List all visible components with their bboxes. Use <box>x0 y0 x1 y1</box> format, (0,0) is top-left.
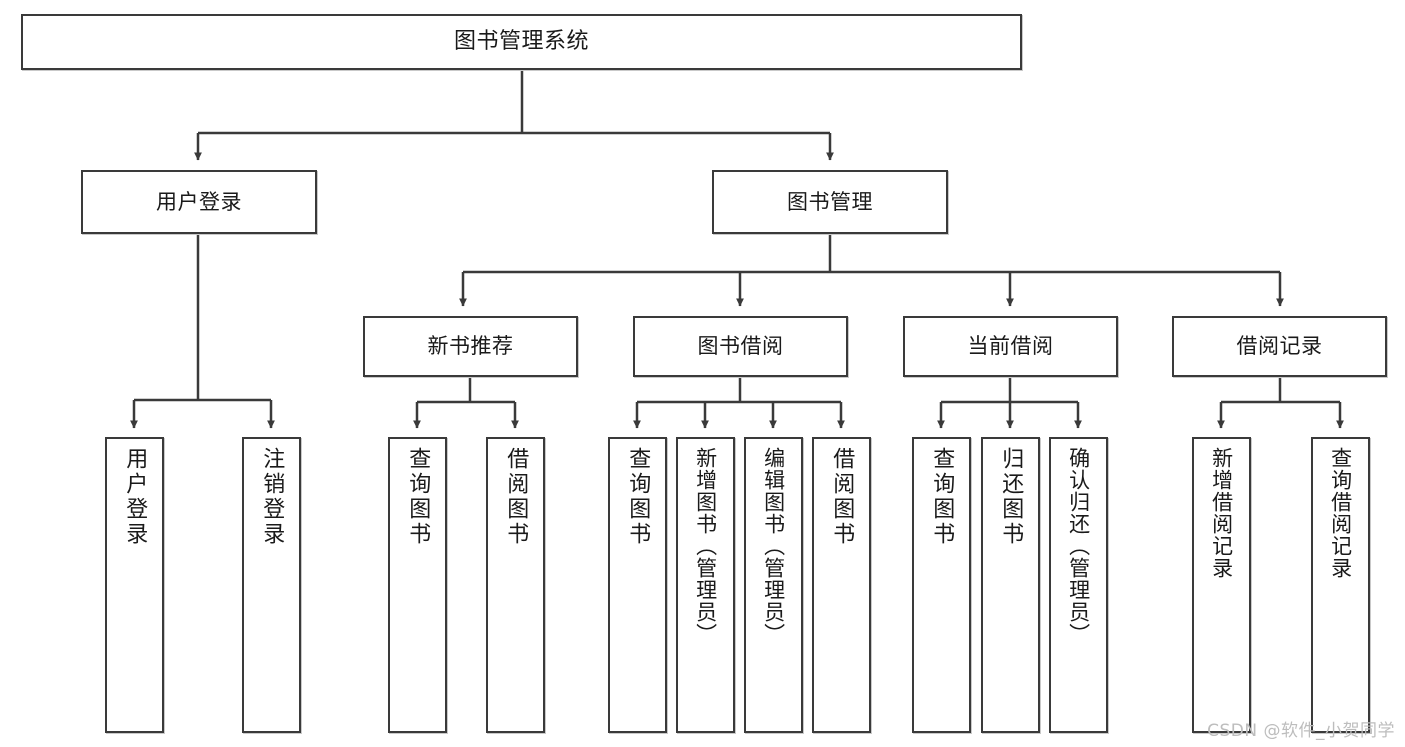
node-current-borrow-label: 当前借阅 <box>967 334 1054 359</box>
node-new-book-recommend-label: 新书推荐 <box>427 334 514 359</box>
node-leaf-edit-book[interactable]: 编辑图书（管理员） <box>744 437 803 733</box>
node-leaf-add-record[interactable]: 新增借阅记录 <box>1192 437 1251 733</box>
node-book-borrow-label: 图书借阅 <box>697 334 784 359</box>
node-leaf-logout[interactable]: 注销登录 <box>242 437 301 733</box>
node-book-management-label: 图书管理 <box>787 189 873 214</box>
node-new-book-recommend[interactable]: 新书推荐 <box>363 316 578 377</box>
node-leaf-query-book-3-label: 查询图书 <box>929 447 955 547</box>
node-leaf-return-book-label: 归还图书 <box>998 447 1024 547</box>
node-leaf-return-book[interactable]: 归还图书 <box>981 437 1040 733</box>
node-root-system-label: 图书管理系统 <box>453 29 589 55</box>
node-user-login[interactable]: 用户登录 <box>81 170 317 234</box>
node-book-borrow[interactable]: 图书借阅 <box>633 316 848 377</box>
node-book-management[interactable]: 图书管理 <box>712 170 948 234</box>
node-leaf-add-book[interactable]: 新增图书（管理员） <box>676 437 735 733</box>
node-leaf-query-book-3[interactable]: 查询图书 <box>912 437 971 733</box>
node-leaf-query-book-2-label: 查询图书 <box>625 447 651 547</box>
node-leaf-add-book-label: 新增图书（管理员） <box>693 447 718 645</box>
node-leaf-query-book-1-label: 查询图书 <box>405 447 431 547</box>
node-leaf-query-book-1[interactable]: 查询图书 <box>388 437 447 733</box>
node-borrow-record-label: 借阅记录 <box>1236 334 1323 359</box>
node-leaf-confirm-return-label: 确认归还（管理员） <box>1066 447 1091 645</box>
node-leaf-query-book-2[interactable]: 查询图书 <box>608 437 667 733</box>
node-user-login-label: 用户登录 <box>156 189 242 214</box>
node-leaf-add-record-label: 新增借阅记录 <box>1209 447 1234 579</box>
node-leaf-confirm-return[interactable]: 确认归还（管理员） <box>1049 437 1108 733</box>
node-current-borrow[interactable]: 当前借阅 <box>903 316 1118 377</box>
node-leaf-borrow-book-2[interactable]: 借阅图书 <box>812 437 871 733</box>
node-borrow-record[interactable]: 借阅记录 <box>1172 316 1387 377</box>
node-leaf-logout-label: 注销登录 <box>259 447 285 547</box>
node-leaf-query-record[interactable]: 查询借阅记录 <box>1311 437 1370 733</box>
node-root-system[interactable]: 图书管理系统 <box>21 14 1022 70</box>
node-leaf-query-record-label: 查询借阅记录 <box>1328 447 1353 579</box>
node-leaf-user-login[interactable]: 用户登录 <box>105 437 164 733</box>
csdn-watermark: CSDN @软件_小贺同学 <box>1207 721 1395 741</box>
node-leaf-user-login-label: 用户登录 <box>122 447 148 547</box>
node-leaf-borrow-book-1[interactable]: 借阅图书 <box>486 437 545 733</box>
node-leaf-borrow-book-2-label: 借阅图书 <box>829 447 855 547</box>
node-leaf-edit-book-label: 编辑图书（管理员） <box>761 447 786 645</box>
node-leaf-borrow-book-1-label: 借阅图书 <box>503 447 529 547</box>
